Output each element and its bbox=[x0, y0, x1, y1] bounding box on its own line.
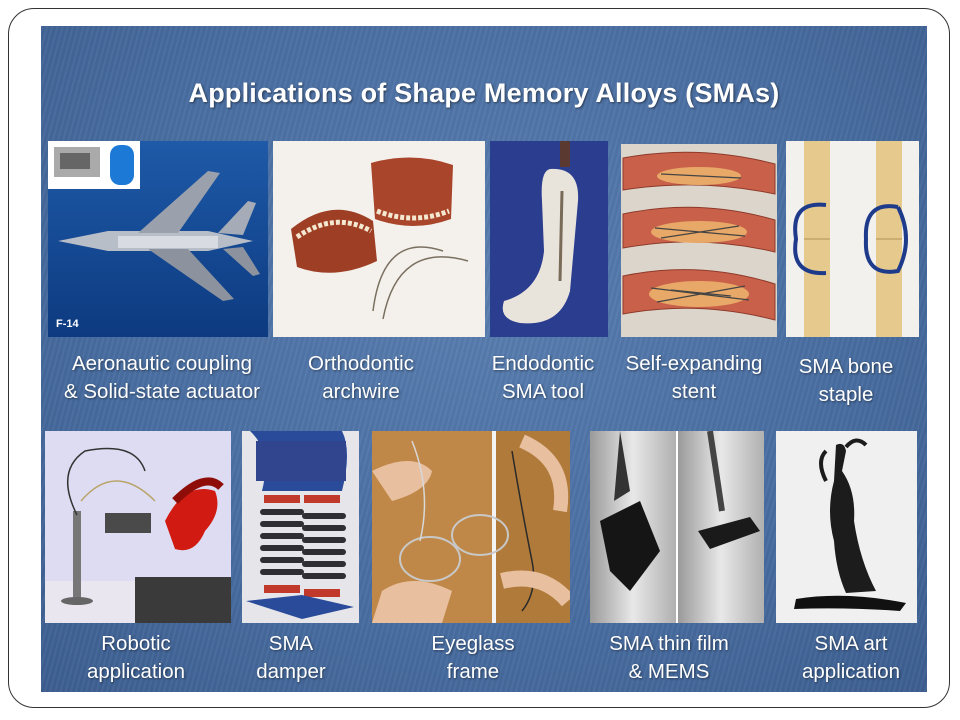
damper-caption: SMA damper bbox=[237, 630, 345, 686]
damper-caption-line2: damper bbox=[256, 660, 326, 683]
art-sculpture-image bbox=[776, 431, 917, 623]
stent-caption-line2: stent bbox=[671, 380, 717, 403]
f14-jet-image: F-14 bbox=[48, 141, 268, 337]
stent-image bbox=[621, 144, 777, 337]
bone-staple-caption: SMA bone staple bbox=[781, 353, 911, 409]
aeronautic-caption-line1: Aeronautic coupling bbox=[71, 352, 253, 375]
robotic-caption-line1: Robotic bbox=[101, 632, 171, 655]
eyeglass-caption: Eyeglass frame bbox=[411, 630, 535, 686]
bone-staple-image bbox=[786, 141, 919, 337]
orthodontic-caption-line1: Orthodontic bbox=[308, 352, 414, 375]
stent-caption: Self-expanding stent bbox=[609, 350, 779, 406]
aeronautic-caption: Aeronautic coupling & Solid-state actuat… bbox=[44, 350, 280, 406]
eyeglass-caption-line2: frame bbox=[446, 660, 500, 683]
eyeglass-image bbox=[372, 431, 570, 623]
thin-film-image bbox=[590, 431, 764, 623]
robotic-caption: Robotic application bbox=[55, 630, 217, 686]
thin-film-caption-line2: & MEMS bbox=[628, 660, 710, 683]
stent-caption-line1: Self-expanding bbox=[625, 352, 763, 375]
f14-badge: F-14 bbox=[56, 318, 80, 330]
endodontic-caption-line1: Endodontic bbox=[491, 352, 595, 375]
thin-film-caption-line1: SMA thin film bbox=[609, 632, 729, 655]
robotic-caption-line2: application bbox=[86, 660, 185, 683]
damper-caption-line1: SMA bbox=[268, 632, 314, 655]
orthodontic-image bbox=[273, 141, 485, 337]
eyeglass-caption-line1: Eyeglass bbox=[431, 632, 515, 655]
art-caption-line2: application bbox=[801, 660, 900, 683]
art-caption: SMA art application bbox=[787, 630, 915, 686]
endodontic-tool-image bbox=[490, 141, 608, 337]
bone-staple-caption-line2: staple bbox=[818, 383, 874, 406]
endodontic-caption: Endodontic SMA tool bbox=[479, 350, 607, 406]
robotic-image bbox=[45, 431, 231, 623]
orthodontic-caption-line2: archwire bbox=[322, 380, 400, 403]
endodontic-caption-line2: SMA tool bbox=[501, 380, 585, 403]
orthodontic-caption: Orthodontic archwire bbox=[291, 350, 431, 406]
thin-film-caption: SMA thin film & MEMS bbox=[589, 630, 749, 686]
bone-staple-caption-line1: SMA bone bbox=[798, 355, 894, 378]
art-caption-line1: SMA art bbox=[814, 632, 888, 655]
slide: Applications of Shape Memory Alloys (SMA… bbox=[41, 26, 927, 692]
damper-image bbox=[242, 431, 359, 623]
aeronautic-caption-line2: & Solid-state actuator bbox=[64, 380, 260, 403]
slide-title: Applications of Shape Memory Alloys (SMA… bbox=[188, 78, 780, 108]
